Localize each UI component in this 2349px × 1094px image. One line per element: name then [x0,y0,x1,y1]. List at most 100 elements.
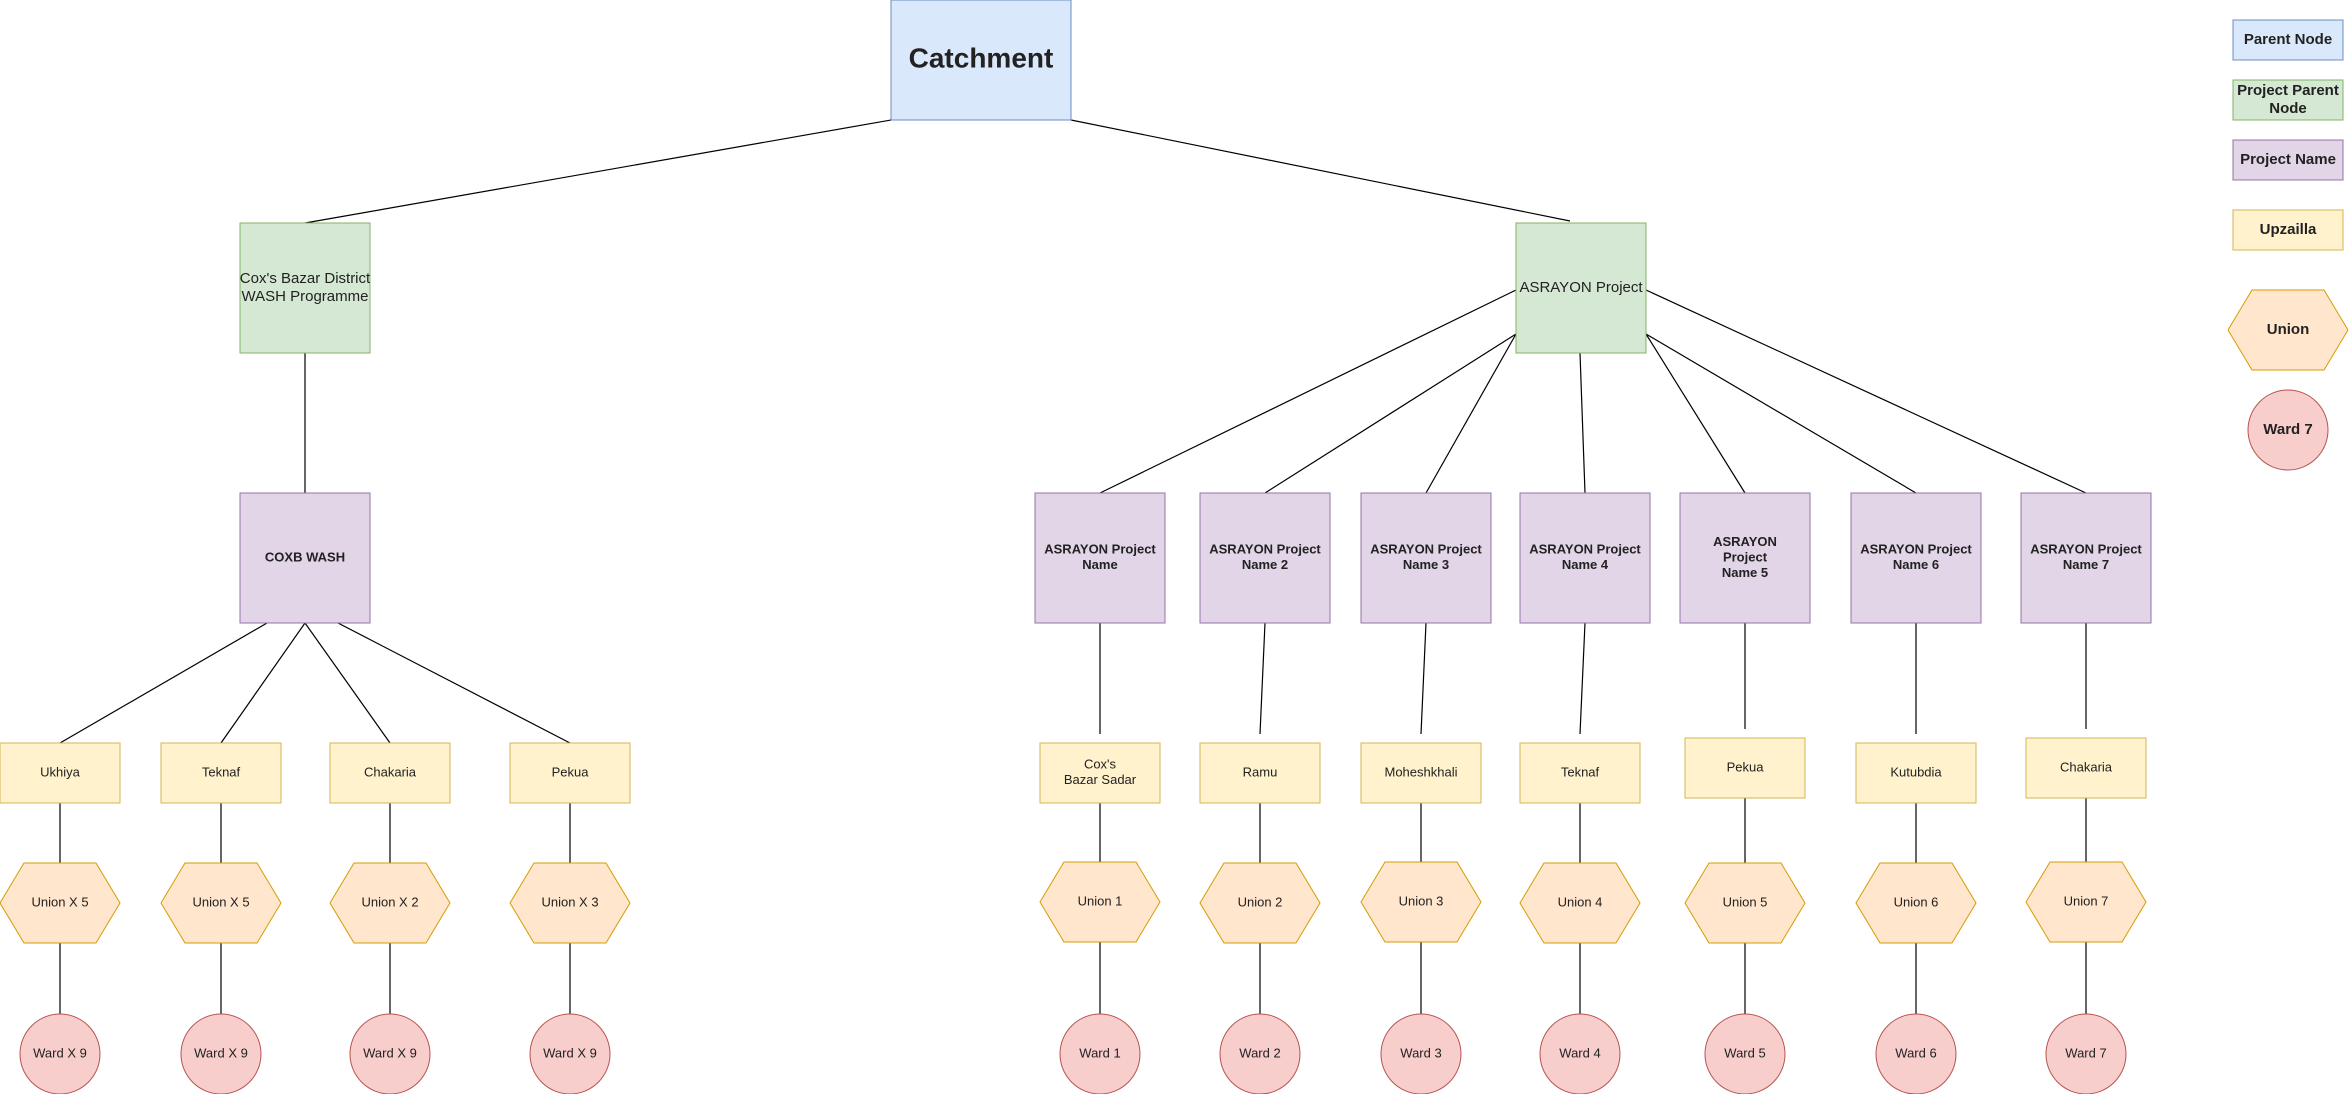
connector-line [1579,352,1586,494]
node-label: Name [1082,557,1117,572]
project-node-1-0-shape [1034,492,1166,624]
union-node[interactable]: Union 2 [1199,862,1321,944]
ward-label: Ward 4 [1559,1045,1600,1060]
union-label: Union 6 [1894,894,1939,909]
connector-line [220,622,306,744]
ward-node[interactable]: Ward 4 [1539,1013,1621,1094]
ward-node[interactable]: Ward X 9 [349,1013,431,1094]
union-node[interactable]: Union X 5 [0,862,121,944]
project-node-1-4-shape [1679,492,1811,624]
union-label: Union 2 [1238,894,1283,909]
union-hexagon-shape [1199,862,1321,944]
connector-line [1099,289,1517,494]
ward-node[interactable]: Ward 3 [1380,1013,1462,1094]
upazila-node-shape [2025,737,2147,799]
ward-node[interactable]: Ward 5 [1704,1013,1786,1094]
ward-node[interactable]: Ward 7 [2045,1013,2127,1094]
ward-label: Ward X 9 [363,1045,417,1060]
legend-parent-node[interactable]: Parent Node [2232,19,2344,61]
legend-parent-node-shape [2232,19,2344,61]
connector-line [59,622,268,744]
node-label: Moheshkhali [1385,764,1458,779]
upazila-node[interactable]: Chakaria [329,742,451,804]
union-node[interactable]: Union X 2 [329,862,451,944]
ward-label: Ward 2 [1239,1045,1280,1060]
project-node-1-3-shape [1519,492,1651,624]
upazila-node[interactable]: Ramu [1199,742,1321,804]
upazila-node[interactable]: Ukhiya [0,742,121,804]
upazila-node[interactable]: Pekua [509,742,631,804]
ward-node[interactable]: Ward 1 [1059,1013,1141,1094]
upazila-node-shape [509,742,631,804]
root-node-catchment[interactable]: Catchment [890,0,1072,121]
node-label: Ramu [1243,764,1278,779]
upazila-node[interactable]: Moheshkhali [1360,742,1482,804]
node-label: Teknaf [202,764,241,779]
ward-node[interactable]: Ward X 9 [180,1013,262,1094]
ward-node[interactable]: Ward X 9 [19,1013,101,1094]
union-node[interactable]: Union 6 [1855,862,1977,944]
node-label: ASRAYON Project [1860,542,1972,557]
legend-union[interactable]: Union [2227,289,2349,371]
branch-node-1[interactable]: ASRAYON Project [1515,222,1647,354]
node-label: Upzailla [2260,221,2317,238]
union-hexagon-shape [1519,862,1641,944]
upazila-node[interactable]: Pekua [1684,737,1806,799]
connector-line [1645,333,1917,494]
ward-node[interactable]: Ward 6 [1875,1013,1957,1094]
ward-circle-shape [529,1013,611,1094]
union-node[interactable]: Union 3 [1360,861,1482,943]
node-label: ASRAYON Project [1044,542,1156,557]
upazila-node-shape [1684,737,1806,799]
union-node[interactable]: Union 1 [1039,861,1161,943]
ward-node[interactable]: Ward X 9 [529,1013,611,1094]
legend-upazila[interactable]: Upzailla [2232,209,2344,251]
node-label: Cox's [1084,757,1117,772]
edges-layer [59,119,2087,1014]
ward-label: Ward 7 [2263,421,2312,438]
node-label: Kutubdia [1890,764,1942,779]
legend-project-name[interactable]: Project Name [2232,139,2344,181]
union-node[interactable]: Union 7 [2025,861,2147,943]
ward-circle-shape [1380,1013,1462,1094]
project-node-0-0[interactable]: COXB WASH [239,492,371,624]
union-node[interactable]: Union X 5 [160,862,282,944]
ward-node[interactable]: Ward 2 [1219,1013,1301,1094]
node-label: Cox's Bazar District [240,270,371,287]
connector-line [1425,333,1517,494]
node-label: COXB WASH [265,549,345,564]
upazila-node-shape [1855,742,1977,804]
node-label: Name 3 [1403,557,1449,572]
ward-label: Ward X 9 [194,1045,248,1060]
node-label: Teknaf [1561,764,1600,779]
ward-circle-shape [19,1013,101,1094]
node-label: Pekua [1727,759,1765,774]
legend-ward[interactable]: Ward 7 [2247,389,2329,471]
connector-line [304,622,391,744]
ward-circle-shape [2247,389,2329,471]
upazila-node[interactable]: Kutubdia [1855,742,1977,804]
upazila-node[interactable]: Teknaf [1519,742,1641,804]
union-label: Union X 3 [541,894,598,909]
project-node-1-2-shape [1360,492,1492,624]
root-node-label: Catchment [909,42,1054,73]
upazila-node[interactable]: Chakaria [2025,737,2147,799]
node-label: Parent Node [2244,31,2332,48]
union-label: Union X 5 [192,894,249,909]
union-node[interactable]: Union 5 [1684,862,1806,944]
union-node[interactable]: Union X 3 [509,862,631,944]
union-node[interactable]: Union 4 [1519,862,1641,944]
upazila-node-shape [1039,742,1161,804]
upazila-node[interactable]: Teknaf [160,742,282,804]
